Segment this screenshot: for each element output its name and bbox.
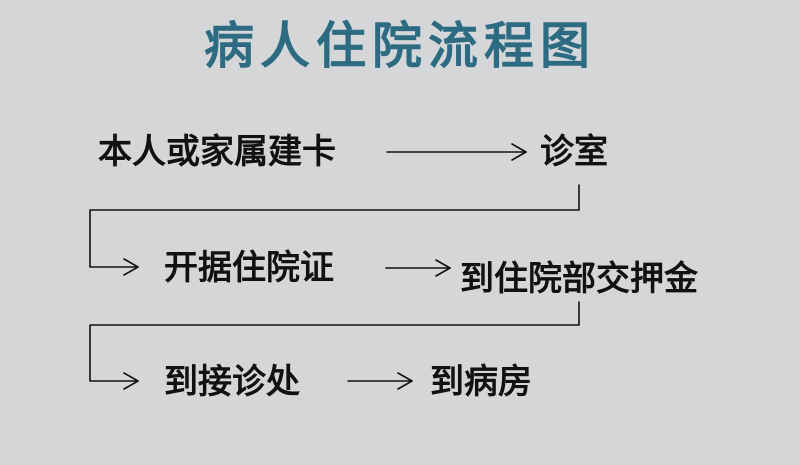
arrow-step5-to-step6 [347, 372, 413, 390]
elbow-connector-step4-to-step5 [89, 301, 580, 390]
step-create-card: 本人或家属建卡 [98, 132, 336, 172]
arrow-step1-to-step2 [386, 143, 527, 161]
arrow-step3-to-step4 [385, 259, 451, 277]
diagram-title: 病人住院流程图 [204, 16, 596, 75]
elbow-connector-step2-to-step3 [89, 184, 580, 276]
step-clinic-room: 诊室 [540, 132, 608, 172]
step-pay-deposit: 到住院部交押金 [460, 259, 698, 299]
step-reception-desk: 到接诊处 [164, 362, 300, 402]
step-ward: 到病房 [430, 362, 532, 402]
step-issue-admission-certificate: 开据住院证 [164, 248, 334, 288]
